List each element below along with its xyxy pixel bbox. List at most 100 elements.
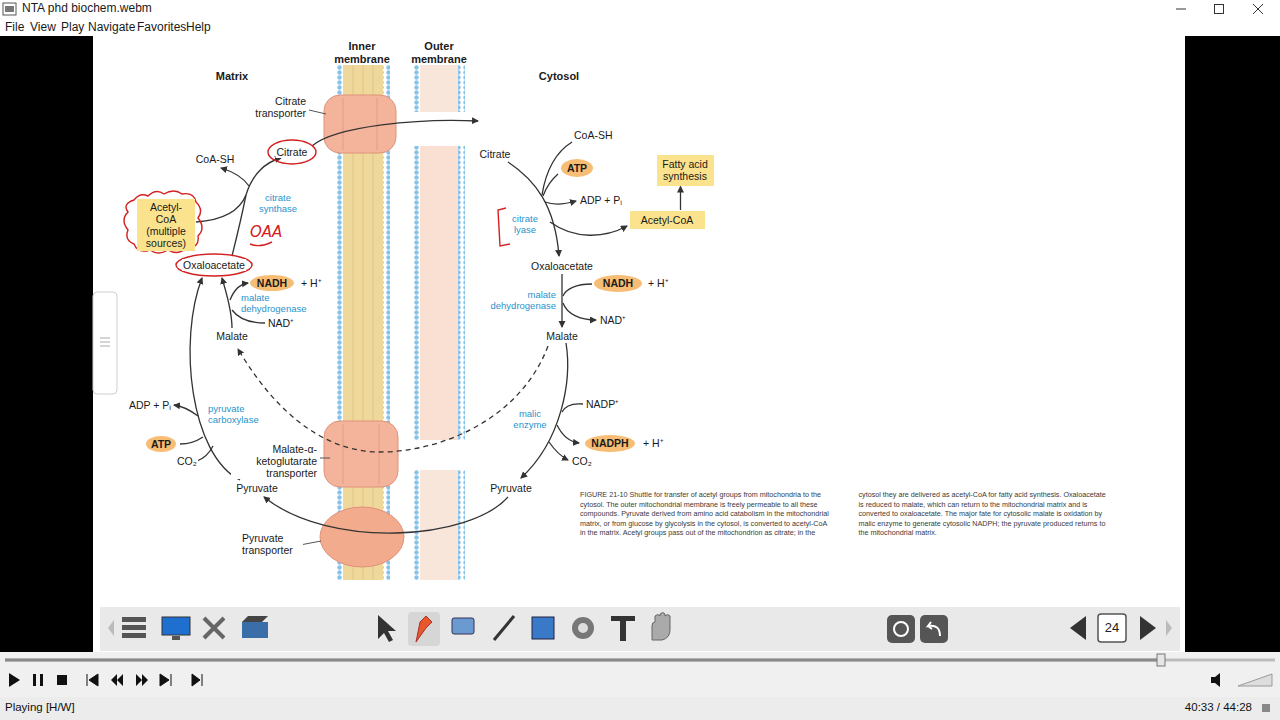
outer-membrane [413, 65, 465, 580]
window-chrome [1253, 4, 1263, 14]
metabolite-label: CO₂ [176, 455, 198, 467]
reaction-arrow [264, 497, 508, 533]
reaction-arrow [246, 158, 281, 195]
reaction-arrow [232, 195, 246, 256]
slide-background [100, 338, 110, 346]
toolbar [242, 616, 268, 622]
metabolite-label: Oxaloacetate [530, 260, 594, 272]
outer-membrane [420, 146, 458, 440]
reaction-arrow [561, 274, 562, 327]
ellipse-fill [250, 275, 294, 291]
region-heading: Matrix [216, 70, 248, 83]
metabolite-label: Citrate [276, 146, 309, 158]
metabolite-label: CO₂ [571, 455, 593, 467]
toolbar [162, 617, 190, 635]
window-chrome [1215, 5, 1224, 14]
reaction-arrow [680, 187, 681, 211]
ellipse-fill [594, 275, 642, 292]
metabolite-label: Citrate [479, 148, 512, 160]
reaction-arrow [196, 195, 246, 222]
toolbar [100, 607, 1180, 651]
node-text: ATP [567, 162, 587, 174]
metabolite-box: Fatty acid synthesis [657, 155, 714, 186]
player-controls [1157, 654, 1165, 666]
node-text: ATP [151, 438, 171, 450]
region-heading: Inner membrane [331, 40, 393, 65]
node-text: Acetyl-CoA (multiple sources) [140, 201, 192, 249]
enzyme-label: pyruvate carboxylase [208, 404, 266, 426]
window-chrome [1176, 9, 1186, 10]
red-annotation [250, 242, 272, 246]
player-controls [5, 659, 1160, 662]
cofactor-ellipse: ATP [146, 436, 176, 452]
window-chrome [0, 0, 1280, 36]
metabolite-label: Citrate transporter [235, 95, 307, 119]
reaction-arrow [221, 168, 249, 186]
reaction-arrow [508, 162, 559, 256]
toolbar [928, 622, 940, 636]
menu-item: File [5, 19, 24, 35]
reaction-arrow [222, 278, 232, 328]
transporter-protein [324, 421, 398, 487]
toolbar [1098, 614, 1126, 642]
metabolite-label: NAD⁺ [267, 317, 295, 329]
node-text: NADH [603, 277, 633, 289]
outer-membrane [420, 65, 458, 112]
toolbar [122, 625, 146, 630]
player-controls [40, 674, 43, 686]
toolbar [416, 616, 432, 642]
slide-background [93, 36, 1185, 652]
metabolite-label: Oxaloacetate [182, 259, 246, 271]
outer-membrane [420, 470, 458, 580]
metabolite-label: Pyruvate [235, 482, 278, 494]
enzyme-label: citrate synthase [253, 193, 303, 215]
window-chrome [5, 6, 14, 12]
metabolite-label: Malate-α-ketoglutarate transporter [231, 443, 318, 479]
toolbar [572, 617, 594, 639]
toolbar [100, 607, 1180, 651]
status-text: 40:33 / 44:28 [1185, 701, 1252, 714]
slide-number: 24 [1105, 621, 1119, 636]
player-controls [192, 674, 202, 686]
toolbar [408, 612, 440, 646]
node-text: NADPH [591, 437, 628, 449]
metabolite-label: NAD⁺ [599, 314, 627, 326]
slide-background [93, 36, 1185, 652]
region-heading: Cytosol [539, 70, 579, 83]
toolbar [611, 616, 635, 641]
red-annotation [176, 254, 252, 276]
reaction-arrow [543, 174, 558, 196]
red-annotation [124, 191, 202, 253]
metabolite-label: Malate [545, 330, 579, 342]
reaction-arrow [174, 405, 198, 416]
reaction-arrow [545, 201, 576, 204]
player-controls [160, 674, 171, 686]
metabolite-label: Malate [215, 330, 249, 342]
toolbar [494, 616, 514, 640]
node-text: Fatty acid synthesis [660, 158, 711, 182]
transporter-protein [343, 98, 377, 150]
leader-line [300, 110, 330, 545]
outer-membrane [458, 146, 465, 440]
reaction-arrow [238, 346, 548, 452]
toolbar [108, 620, 114, 636]
metabolite-label: Pyruvate [489, 482, 532, 494]
enzyme-label: malate dehydrogenase [484, 290, 556, 312]
menu-item: Play [61, 19, 84, 35]
handwritten-note: OAA [250, 224, 282, 241]
toolbar [887, 615, 915, 643]
outer-membrane [458, 470, 465, 580]
transporter-protein [343, 424, 379, 484]
figure-caption: FIGURE 21-10 Shuttle for transfer of ace… [580, 490, 1112, 538]
reaction-arrow [562, 404, 583, 412]
toolbar [378, 615, 396, 642]
metabolite-label: + H⁺ [642, 437, 665, 449]
leader-line [300, 541, 321, 545]
toolbar [242, 622, 268, 638]
enzyme-label: citrate lyase [505, 214, 545, 236]
outer-membrane [413, 65, 420, 112]
cofactor-ellipse: NADH [250, 275, 294, 291]
metabolite-label: + H⁺ [300, 277, 323, 289]
